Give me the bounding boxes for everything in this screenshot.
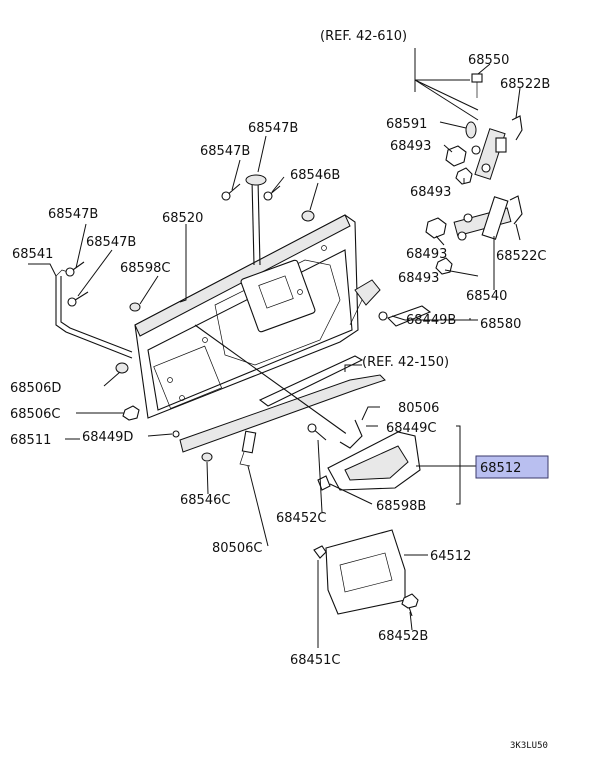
washer-68591 (465, 121, 477, 139)
ref-42-150-label: (REF. 42-150) (362, 355, 449, 370)
lower-moulding (179, 355, 386, 453)
label-68493-c[interactable]: 68493 (406, 247, 447, 262)
lower-hinge (453, 196, 512, 241)
label-68449C[interactable]: 68449C (386, 421, 436, 436)
part-labels: 68550 68522B 68591 68493 68493 68493 684… (10, 53, 550, 668)
label-68547B-c[interactable]: 68547B (48, 207, 98, 222)
label-68547B-a[interactable]: 68547B (248, 121, 298, 136)
diagram-code: 3K3LU50 (510, 741, 548, 751)
label-68541[interactable]: 68541 (12, 247, 53, 262)
upper-hinge (471, 128, 507, 180)
spring-68522B (511, 115, 523, 141)
label-68512-highlight (475, 455, 549, 479)
spring-68522C (509, 195, 523, 225)
label-68546C[interactable]: 68546C (180, 493, 230, 508)
label-64512[interactable]: 64512 (430, 549, 471, 564)
label-68512[interactable]: 68512 (480, 461, 521, 476)
label-68511[interactable]: 68511 (10, 433, 51, 448)
bracket-80506 (239, 430, 257, 467)
label-68451C[interactable]: 68451C (290, 653, 340, 668)
label-68520[interactable]: 68520 (162, 211, 203, 226)
bolt-68550 (471, 73, 483, 98)
label-68547B-b[interactable]: 68547B (200, 144, 250, 159)
label-68580[interactable]: 68580 (480, 317, 521, 332)
label-80506C[interactable]: 80506C (212, 541, 262, 556)
label-68598C[interactable]: 68598C (120, 261, 170, 276)
label-68452C[interactable]: 68452C (276, 511, 326, 526)
label-80506[interactable]: 80506 (398, 401, 439, 416)
label-68522B[interactable]: 68522B (500, 77, 550, 92)
leader-lines (28, 63, 521, 648)
label-68449B[interactable]: 68449B (406, 313, 456, 328)
label-68506D[interactable]: 68506D (10, 381, 61, 396)
weatherstrip-68541 (55, 269, 133, 359)
label-68452B[interactable]: 68452B (378, 629, 428, 644)
label-68506C[interactable]: 68506C (10, 407, 60, 422)
label-68522C[interactable]: 68522C (496, 249, 546, 264)
rod-assembly (245, 174, 267, 266)
screws-68547B (65, 183, 281, 307)
label-68493-b[interactable]: 68493 (410, 185, 451, 200)
screws-68452C (307, 423, 327, 441)
label-68598B[interactable]: 68598B (376, 499, 426, 514)
handle-68512 (317, 431, 421, 491)
label-68546B[interactable]: 68546B (290, 168, 340, 183)
label-68547B-d[interactable]: 68547B (86, 235, 136, 250)
label-68449D[interactable]: 68449D (82, 430, 133, 445)
label-68493-a[interactable]: 68493 (390, 139, 431, 154)
clips (115, 210, 315, 462)
ref-42-610-label: (REF. 42-610) (320, 29, 407, 44)
lock-linkage (194, 279, 381, 449)
label-68591[interactable]: 68591 (386, 117, 427, 132)
striker-68580 (378, 305, 432, 327)
label-68540[interactable]: 68540 (466, 289, 507, 304)
ref-42-610-leader (414, 48, 479, 121)
tailgate-panel (134, 214, 359, 419)
label-68493-d[interactable]: 68493 (398, 271, 439, 286)
license-bracket-64512 (313, 529, 419, 617)
label-68550[interactable]: 68550 (468, 53, 509, 68)
